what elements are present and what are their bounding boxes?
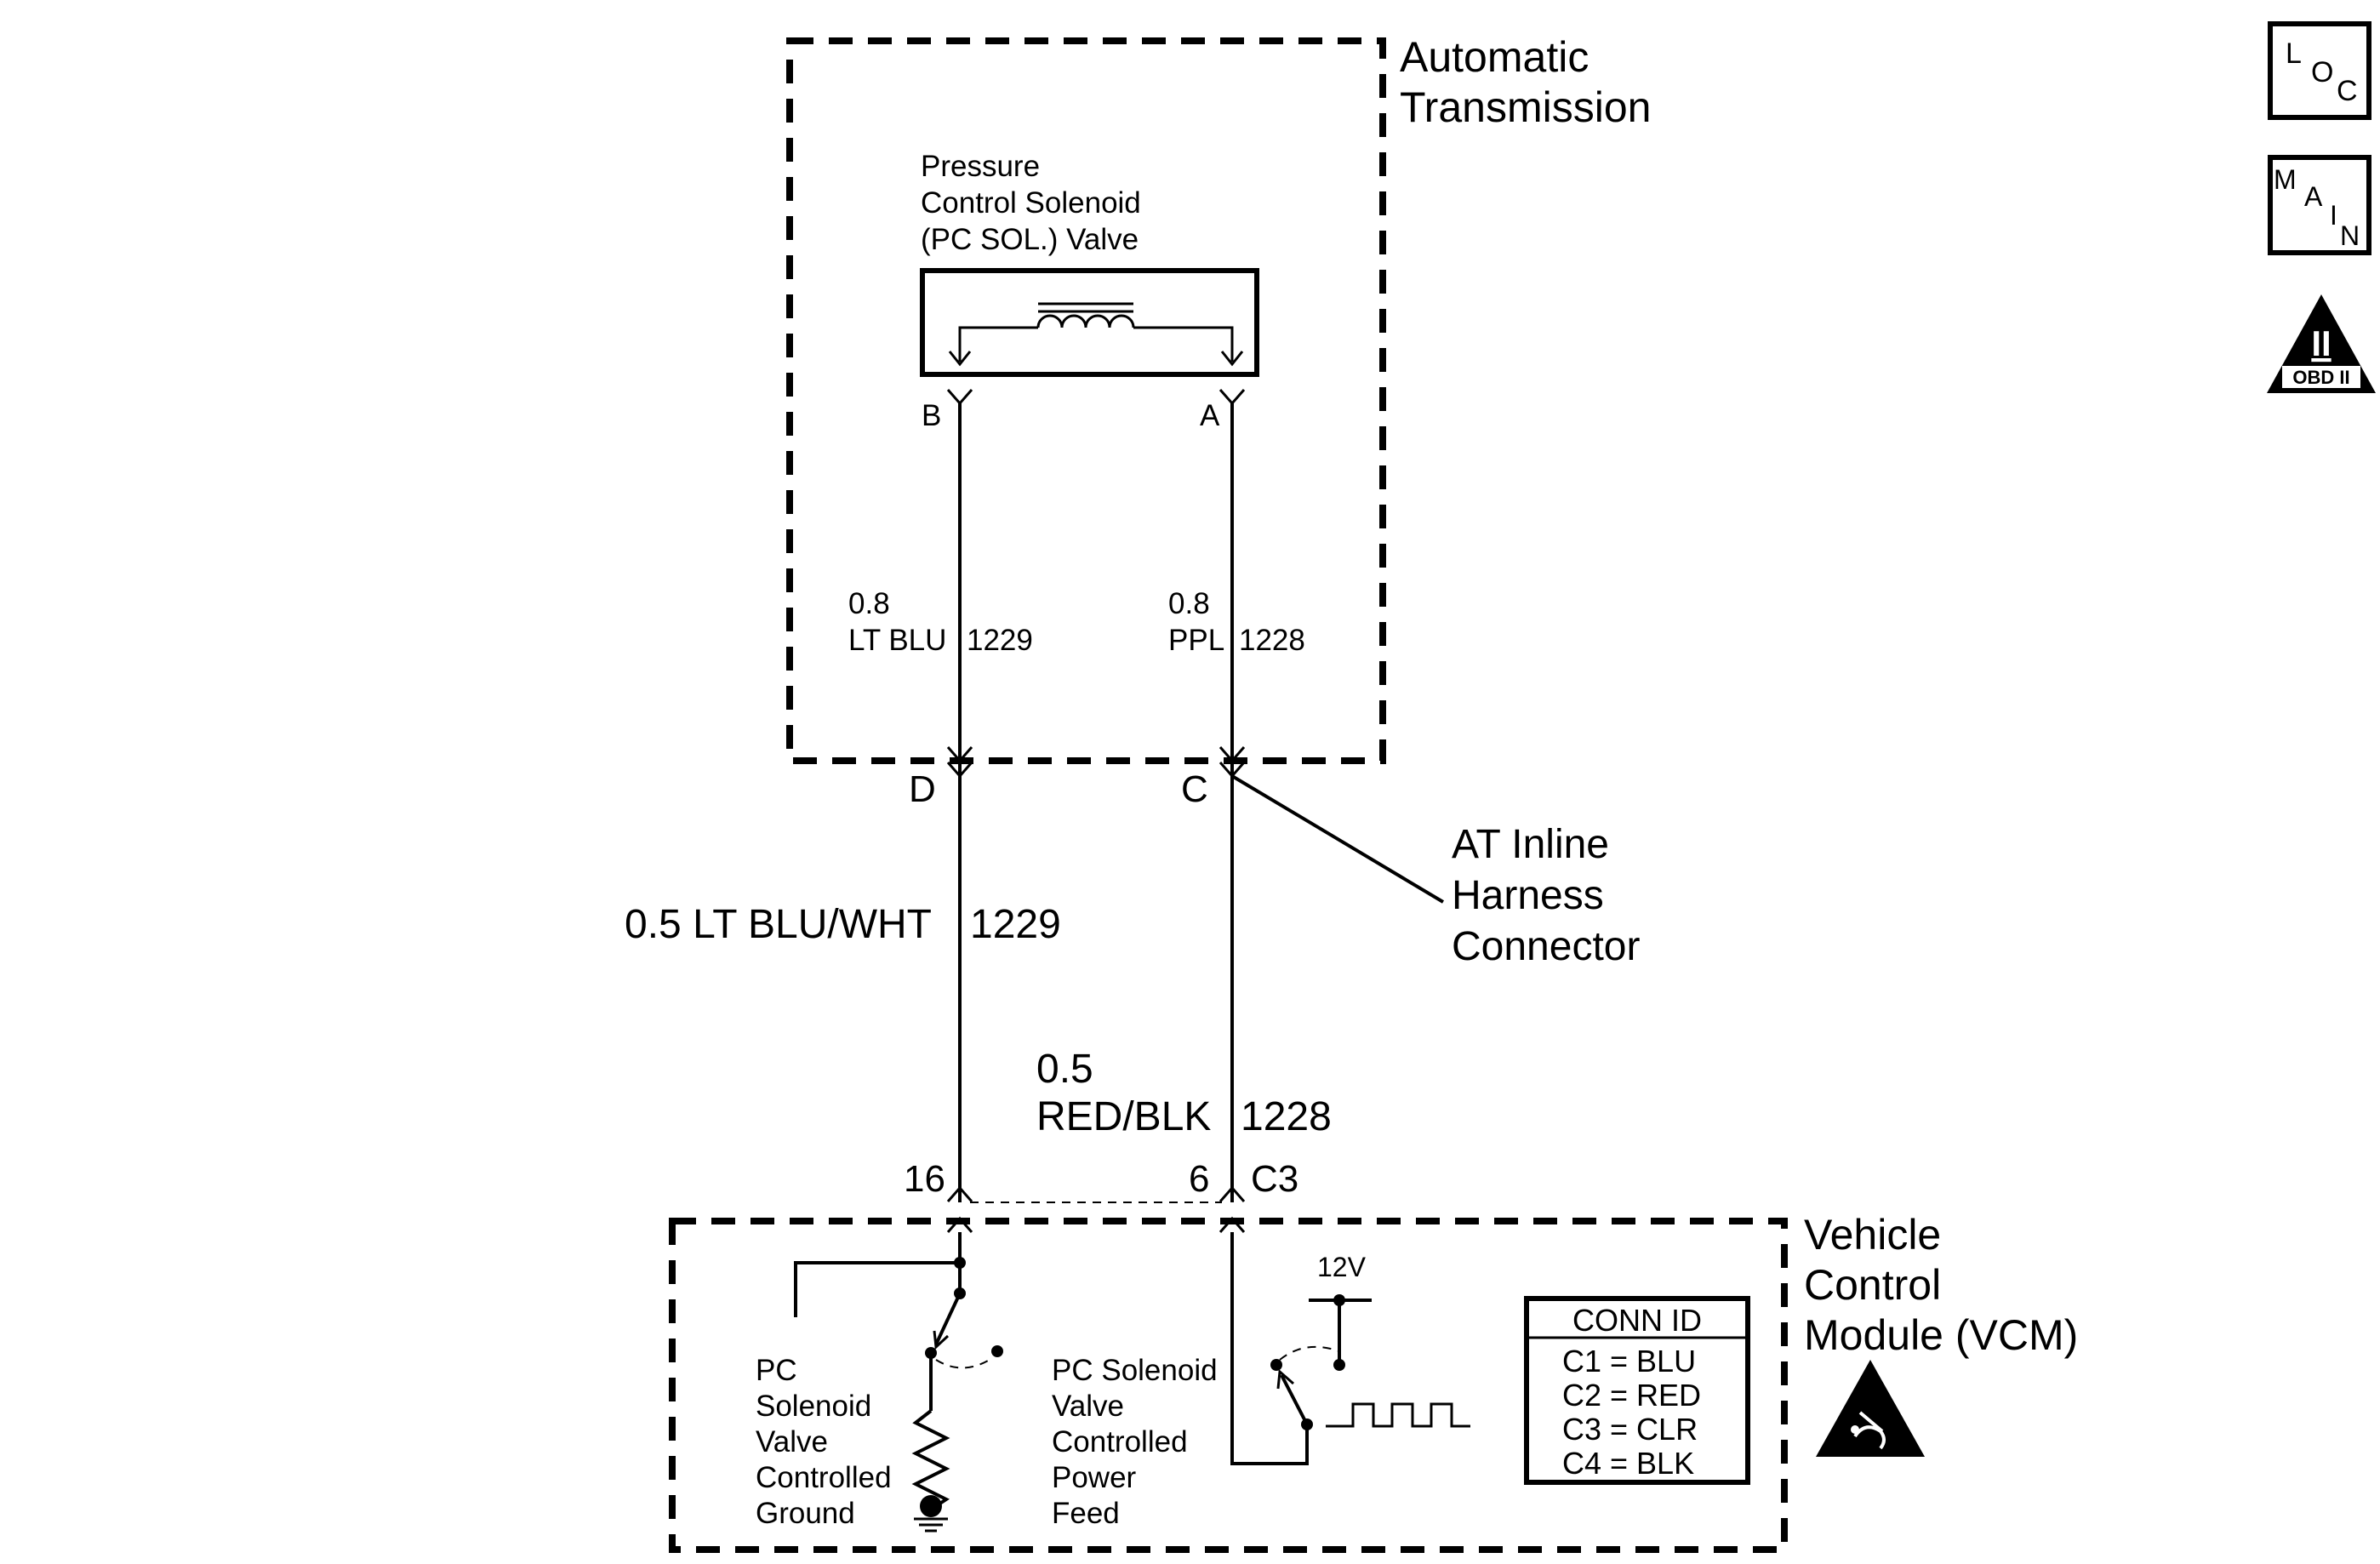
inline-connector-label-line2: Harness [1452, 873, 1604, 918]
svg-text:I: I [2330, 200, 2337, 231]
conn-id-row: C1 = BLU [1562, 1344, 1696, 1378]
main-icon[interactable]: M A I N [2268, 155, 2371, 255]
inline-connector-pin-c: C [1181, 768, 1208, 810]
resistor-icon [911, 1409, 950, 1511]
ground-circuit-label-line2: Solenoid [756, 1390, 871, 1423]
vcm-boundary [669, 1218, 1788, 1553]
power-circuit-label-line2: Valve [1052, 1390, 1124, 1423]
transmission-title-line2: Transmission [1400, 83, 1651, 131]
wire-1228-outer-color: RED/BLK [1036, 1094, 1211, 1139]
inline-connector-pin-d: D [909, 768, 936, 810]
power-voltage-label: 12V [1317, 1252, 1367, 1282]
solenoid-pin-b: B [922, 399, 941, 432]
inline-connector-label-line3: Connector [1452, 924, 1640, 969]
location-icon[interactable]: L O C [2268, 21, 2371, 120]
vcm-title-line2: Control [1804, 1261, 1941, 1309]
transmission-title-line1: Automatic [1400, 33, 1589, 81]
vcm-title-line3: Module (VCM) [1804, 1311, 2078, 1359]
esd-warning-icon [1816, 1360, 1925, 1457]
svg-text:N: N [2340, 220, 2360, 251]
wire-1229-inner-gauge: 0.8 [848, 587, 890, 620]
svg-text:O: O [2311, 56, 2333, 88]
conn-id-row: C4 = BLK [1562, 1446, 1694, 1481]
ground-icon [914, 1495, 948, 1533]
coil-icon [948, 302, 1244, 367]
ground-circuit-label-line5: Ground [756, 1497, 855, 1530]
vcm-connector-id: C3 [1251, 1158, 1298, 1200]
conn-id-row: C3 = CLR [1562, 1412, 1698, 1447]
power-circuit-label-line5: Feed [1052, 1497, 1120, 1530]
wire-1229-outer-circuit: 1229 [970, 902, 1061, 947]
wire-1228-inner-color: PPL [1168, 624, 1224, 657]
obd-numeral: II [2311, 323, 2331, 363]
svg-text:L: L [2286, 37, 2302, 70]
svg-text:M: M [2274, 164, 2297, 195]
wire-1228-outer-gauge: 0.5 [1036, 1047, 1093, 1092]
wire-1228-outer-circuit: 1228 [1241, 1094, 1332, 1139]
ground-circuit-label-line3: Valve [756, 1425, 828, 1458]
wire-1229-inner-color: LT BLU [848, 624, 946, 657]
solenoid-pin-a-terminal [1219, 389, 1246, 406]
solenoid-label-line2: Control Solenoid [921, 186, 1141, 220]
pressure-control-solenoid [920, 268, 1259, 377]
vcm-pin-6: 6 [1189, 1158, 1209, 1200]
power-circuit-label-line4: Power [1052, 1461, 1137, 1494]
obd-ii-icon[interactable]: II OBD II [2267, 294, 2376, 393]
inline-connector-callout-line [1230, 774, 1445, 904]
svg-text:A: A [2304, 181, 2323, 212]
solenoid-label-line1: Pressure [921, 150, 1040, 183]
ground-circuit-label-line4: Controlled [756, 1461, 892, 1494]
pc-solenoid-power-circuit [1230, 1232, 1470, 1465]
pc-solenoid-ground-circuit [794, 1232, 1003, 1533]
wire-1228-inner-gauge: 0.8 [1168, 587, 1210, 620]
power-circuit-label-line1: PC Solenoid [1052, 1354, 1218, 1387]
solenoid-pin-b-terminal [946, 389, 973, 406]
transmission-boundary [786, 37, 1386, 764]
conn-id-title: CONN ID [1572, 1303, 1702, 1338]
ground-circuit-label-line1: PC [756, 1354, 797, 1387]
wire-1229-outer-label: 0.5 LT BLU/WHT [625, 902, 932, 947]
solenoid-pin-a: A [1200, 399, 1220, 432]
conn-id-table: CONN ID C1 = BLU C2 = RED C3 = CLR C4 = … [1524, 1296, 1750, 1485]
solenoid-housing [920, 268, 1259, 377]
inline-connector-label-line1: AT Inline [1452, 822, 1609, 867]
vcm-pin-16: 16 [904, 1158, 945, 1200]
vcm-title-line1: Vehicle [1804, 1211, 1941, 1259]
conn-id-row: C2 = RED [1562, 1378, 1701, 1413]
power-circuit-label-line3: Controlled [1052, 1425, 1188, 1458]
wire-1229-inner-circuit: 1229 [967, 624, 1033, 657]
svg-text:C: C [2337, 75, 2358, 107]
pwm-signal-icon [1326, 1402, 1470, 1428]
obd-label: OBD II [2292, 367, 2349, 388]
solenoid-label-line3: (PC SOL.) Valve [921, 223, 1139, 256]
wire-1228-inner-circuit: 1228 [1239, 624, 1305, 657]
